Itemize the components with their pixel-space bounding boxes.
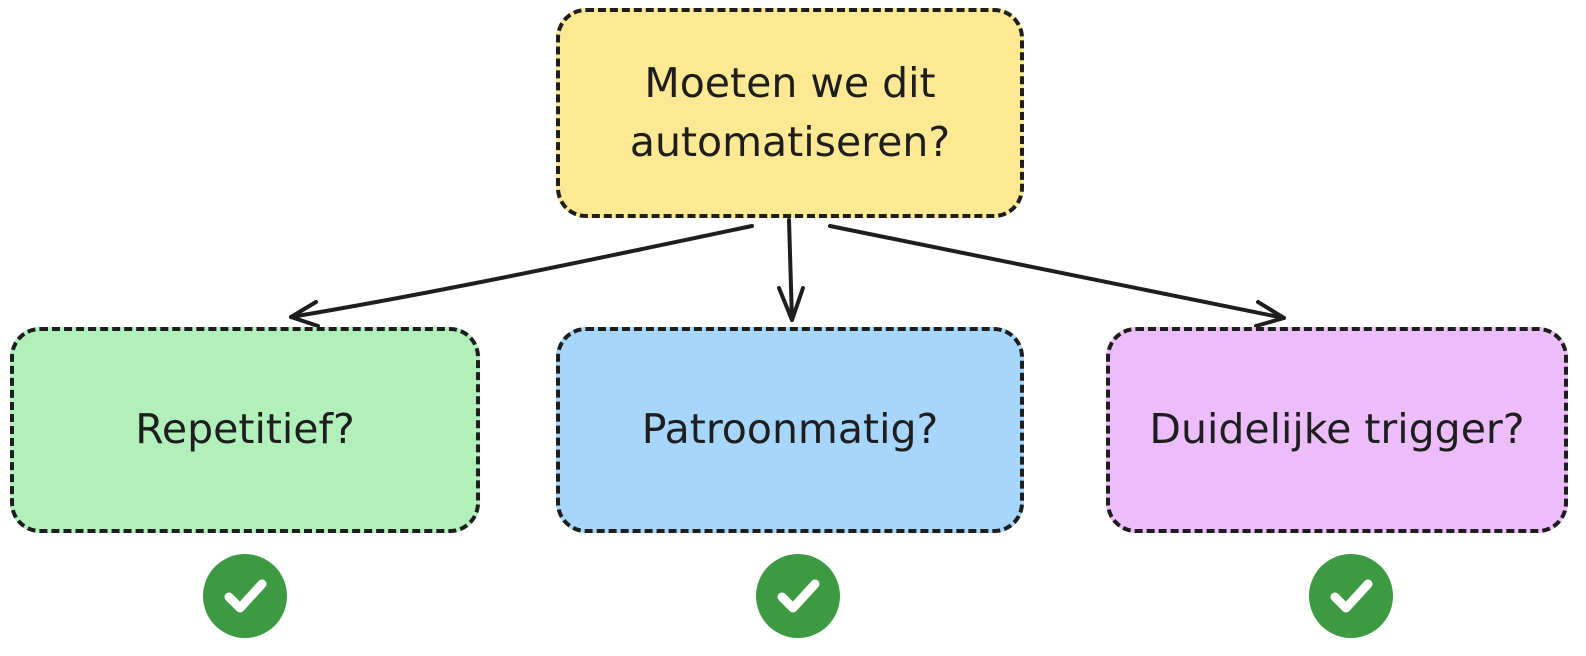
node-label-repetitief: Repetitief? — [135, 405, 355, 454]
node-label-root: Moeten we dit automatiseren? — [629, 58, 951, 166]
arrow-to-repetitief — [289, 224, 754, 319]
checkmark-icon — [1330, 579, 1373, 613]
checkmark-icon — [777, 579, 820, 613]
criterion-node-repetitief: Repetitief? — [10, 327, 480, 533]
check-circle-icon — [203, 554, 287, 638]
check-circle-icon — [1309, 554, 1393, 638]
checkmark-icon — [224, 579, 267, 613]
node-label-duidelijke-trigger: Duidelijke trigger? — [1149, 405, 1525, 454]
node-label-patroonmatig: Patroonmatig? — [641, 405, 939, 454]
arrowhead-duidelijke-trigger — [1254, 300, 1286, 328]
arrow-to-patroonmatig — [787, 218, 794, 322]
criterion-node-patroonmatig: Patroonmatig? — [556, 327, 1024, 533]
arrowhead-patroonmatig — [777, 286, 805, 322]
decision-node-root: Moeten we dit automatiseren? — [556, 8, 1024, 218]
check-circle-icon — [756, 554, 840, 638]
arrowhead-repetitief — [289, 300, 320, 328]
criterion-node-duidelijke-trigger: Duidelijke trigger? — [1106, 327, 1568, 533]
arrow-to-duidelijke-trigger — [828, 224, 1286, 320]
